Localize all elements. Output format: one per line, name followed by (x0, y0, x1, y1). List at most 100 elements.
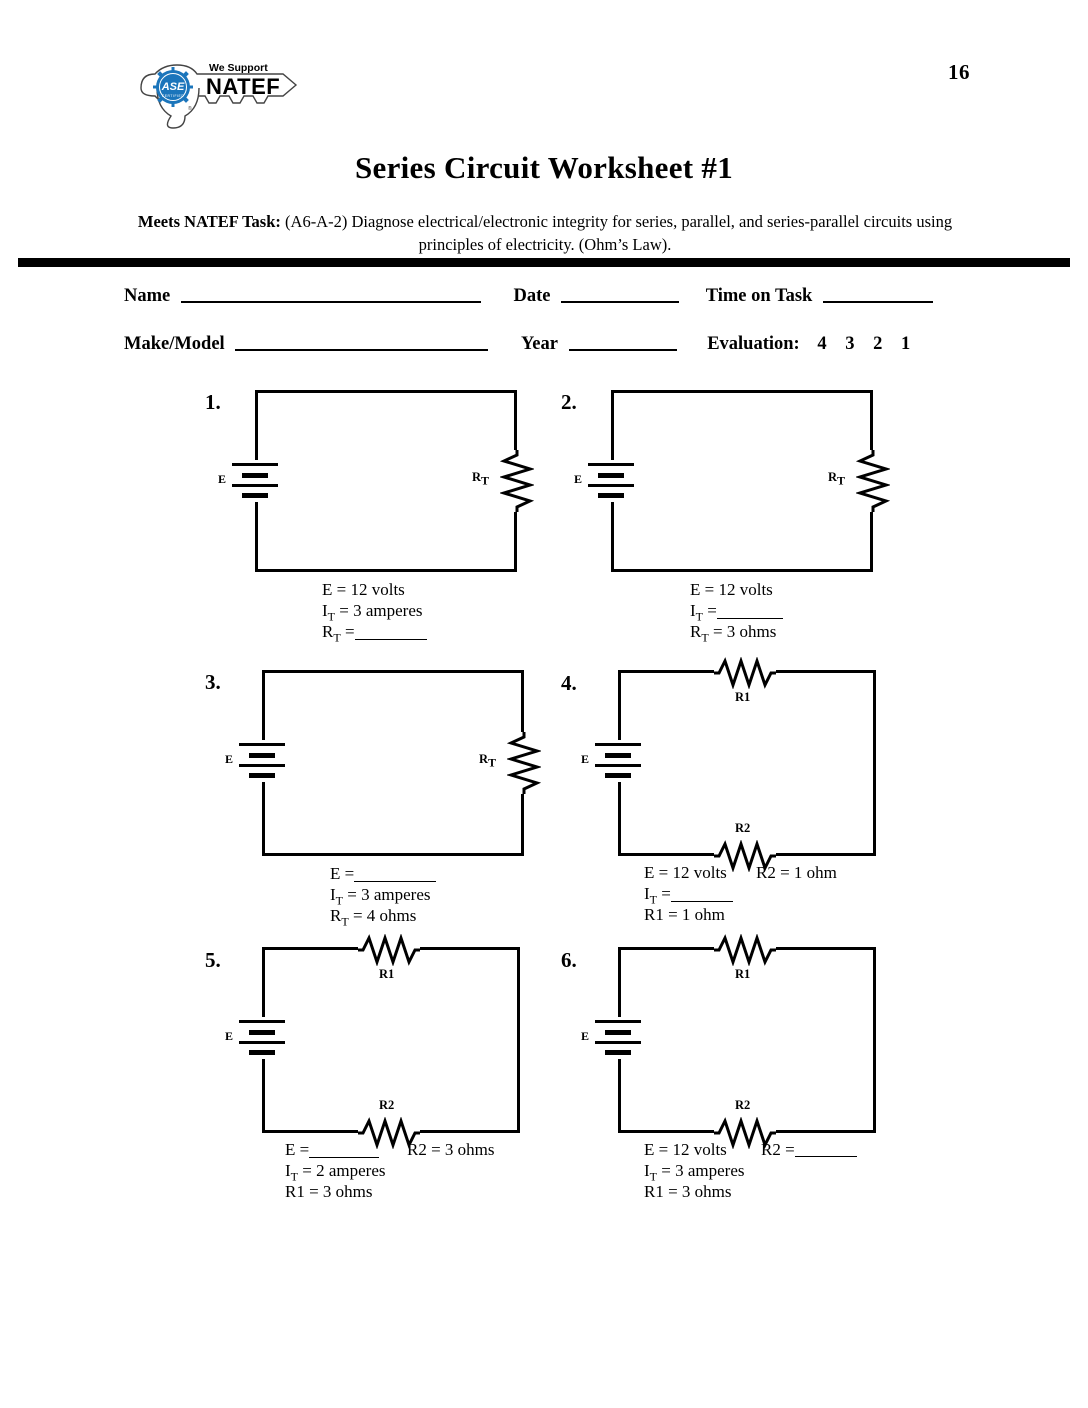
resistor-label-r1-6: R1 (735, 967, 751, 981)
circuit-values-6: E = 12 volts IT = 3 amperes R1 = 3 ohms (644, 1140, 745, 1203)
year-label: Year (520, 334, 558, 354)
ase-emblem: ASE CERTIFIED (153, 67, 193, 107)
name-input[interactable] (180, 284, 481, 303)
value-line-2-3: RT = 3 ohms (690, 622, 777, 645)
make-model-input[interactable] (235, 332, 489, 351)
evaluation-label: Evaluation: (707, 334, 800, 354)
circuit-number-5: 5. (205, 948, 221, 972)
natef-task-body: (A6-A-2) Diagnose electrical/electronic … (285, 212, 953, 255)
value-line-2-2: IT = (690, 601, 783, 622)
value-blank-4-2[interactable] (670, 887, 733, 902)
value-line-4-3: R1 = 1 ohm (644, 905, 725, 924)
battery-label-6: E (581, 1029, 590, 1043)
resistor-label-r2-4: R2 (735, 821, 751, 835)
circuit-5: 5. E R1 R2 E = IT = 2 amperes R1 = 3 ohm… (200, 930, 540, 1210)
battery-label-4: E (581, 752, 590, 766)
circuit-number-2: 2. (561, 390, 577, 414)
value-blank-5-1[interactable] (309, 1143, 380, 1158)
circuit-number-4: 4. (561, 671, 577, 695)
header-divider (18, 258, 1070, 267)
circuit-3: 3. E RT E = IT = 3 amperes RT = 4 ohms (200, 662, 541, 929)
time-on-task-input[interactable] (822, 284, 933, 303)
value-line-3-3: RT = 4 ohms (330, 906, 417, 929)
natef-ase-logo: ASE CERTIFIED We Support NATEF ® (133, 58, 301, 136)
resistor-rt-1 (500, 450, 534, 512)
resistor-label-rt-1: RT (472, 470, 490, 488)
make-model-label: Make/Model (124, 334, 225, 354)
evaluation-option-3[interactable]: 3 (845, 334, 855, 354)
resistor-label-text-3: R (479, 752, 489, 766)
resistor-label-r2-6: R2 (735, 1098, 751, 1112)
resistor-sub-2: T (837, 473, 846, 488)
logo-support-text: We Support (209, 62, 268, 74)
page-number: 16 (948, 60, 970, 84)
circuit-number-6: 6. (561, 948, 577, 972)
resistor-label-text-2: R (828, 470, 838, 484)
resistor-r2-6 (714, 1117, 776, 1149)
value-line-6-3: R1 = 3 ohms (644, 1182, 732, 1201)
circuit-number-3: 3. (205, 670, 221, 694)
battery-symbol-1 (232, 460, 278, 502)
value-blank-1-3[interactable] (354, 625, 427, 640)
date-label: Date (513, 286, 551, 306)
value-line-6-1: E = 12 volts (644, 1140, 727, 1159)
resistor-rt-3 (507, 732, 541, 794)
circuit-1: 1. E RT E = 12 volts IT = 3 amperes RT = (200, 382, 540, 643)
circuit-extra-value-6: R2 = (761, 1140, 857, 1160)
battery-symbol-4 (595, 740, 641, 782)
date-input[interactable] (561, 284, 680, 303)
value-blank-3-1[interactable] (354, 867, 437, 882)
circuit-values-5: E = IT = 2 amperes R1 = 3 ohms (285, 1140, 386, 1203)
value-line-1-2: IT = 3 amperes (322, 601, 423, 624)
battery-symbol-6 (595, 1017, 641, 1059)
svg-text:ASE: ASE (161, 81, 185, 93)
evaluation-option-1[interactable]: 1 (900, 334, 911, 354)
battery-symbol-5 (239, 1017, 285, 1059)
evaluation-option-4[interactable]: 4 (817, 334, 828, 354)
battery-label-5: E (225, 1029, 234, 1043)
form-row-vehicle: Make/Model Year Evaluation: 4 3 2 1 (124, 332, 911, 355)
value-line-1-3: RT = (322, 622, 427, 643)
battery-label-3: E (225, 752, 234, 766)
natef-task-lead: Meets NATEF Task: (137, 212, 281, 231)
name-label: Name (124, 286, 171, 306)
value-line-3-2: IT = 3 amperes (330, 885, 431, 908)
value-line-2-1: E = 12 volts (690, 580, 773, 599)
value-line-5-1: E = (285, 1140, 386, 1161)
resistor-r1-6 (714, 934, 776, 966)
value-line-6-2: IT = 3 amperes (644, 1161, 745, 1184)
resistor-r1-5 (358, 934, 420, 966)
value-line-4-1: E = 12 volts (644, 863, 727, 882)
battery-label-1: E (218, 472, 227, 486)
resistor-label-r2-5: R2 (379, 1098, 395, 1112)
value-line-1-1: E = 12 volts (322, 580, 405, 599)
resistor-r2-4 (714, 840, 776, 872)
resistor-label-r1-4: R1 (735, 690, 751, 704)
resistor-label-rt-3: RT (479, 752, 496, 769)
circuit-6: 6. E R1 R2 E = 12 volts IT = 3 amperes R… (556, 930, 896, 1210)
circuit-4: 4. E R1 R2 E = 12 volts IT = R1 = 1 ohm … (556, 655, 896, 927)
resistor-r1-4 (714, 657, 776, 689)
circuit-2: 2. E RT E = 12 volts IT = RT = 3 ohms (556, 382, 896, 643)
natef-task-statement: Meets NATEF Task: (A6-A-2) Diagnose elec… (120, 210, 970, 257)
circuit-values-3: E = IT = 3 amperes RT = 4 ohms (330, 864, 437, 929)
value-line-5-2: IT = 2 amperes (285, 1161, 386, 1184)
svg-text:®: ® (188, 105, 192, 112)
circuit-number-1: 1. (205, 390, 221, 414)
circuit-extra-value-5: R2 = 3 ohms (407, 1140, 495, 1159)
value-line-4-2: IT = (644, 884, 733, 905)
resistor-label-r1-5: R1 (379, 967, 395, 981)
time-on-task-label: Time on Task (705, 286, 813, 306)
resistor-rt-2 (856, 450, 890, 512)
value-blank-2-2[interactable] (716, 604, 783, 619)
evaluation-option-2[interactable]: 2 (873, 334, 883, 354)
resistor-r2-5 (358, 1117, 420, 1149)
evaluation-options: 4 3 2 1 (804, 334, 910, 354)
resistor-sub-1: T (481, 473, 490, 488)
value-blank-6-extra[interactable] (794, 1142, 857, 1157)
circuit-values-4: E = 12 volts IT = R1 = 1 ohm (644, 863, 733, 926)
circuit-values-1: E = 12 volts IT = 3 amperes RT = (322, 580, 427, 643)
value-line-3-1: E = (330, 864, 437, 885)
year-input[interactable] (568, 332, 677, 351)
circuit-values-2: E = 12 volts IT = RT = 3 ohms (690, 580, 783, 643)
